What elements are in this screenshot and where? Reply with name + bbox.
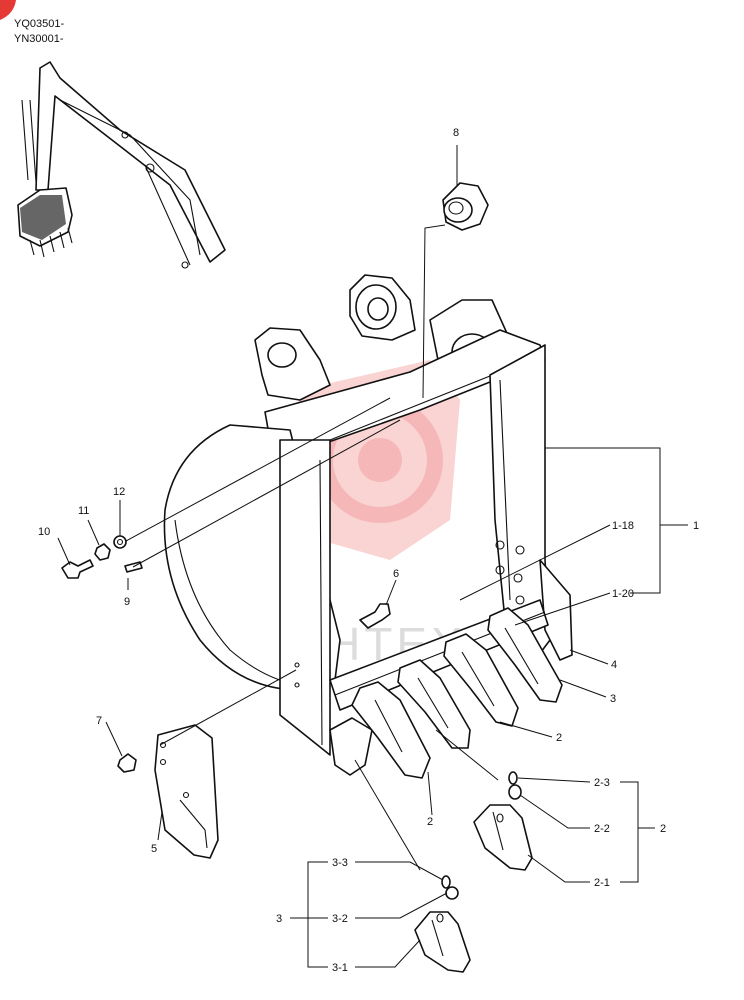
tooth-assembly-2 [473,771,533,871]
callout-labels: 8 12 11 10 9 6 7 5 1-18 1 1-20 4 3 2 2 2… [38,127,699,974]
callout-12: 12 [113,486,125,498]
callout-2b: 2 [427,816,433,828]
callout-9: 9 [124,596,130,608]
callout-5: 5 [151,843,157,855]
leader-lines [57,145,688,968]
tooth-1 [329,681,431,779]
callout-1: 1 [693,520,699,532]
serial-number-1: YQ03501- [14,18,64,30]
callout-3-2: 3-2 [332,913,348,925]
tooth-3 [443,633,519,727]
callout-7: 7 [96,715,102,727]
bushing-part-8 [442,182,489,231]
corner-badge [0,0,16,20]
excavator-arm-inset [17,61,226,269]
callout-3-group: 3 [276,913,282,925]
callout-4: 4 [611,659,617,671]
tooth-assembly-3 [414,875,471,973]
callout-1-18: 1-18 [612,520,634,532]
bucket-teeth [329,607,563,779]
callout-11: 11 [78,505,89,517]
callout-10: 10 [38,526,50,538]
callout-2-2: 2-2 [594,823,610,835]
tooth-4 [487,607,563,703]
callout-2-3: 2-3 [594,777,610,789]
callout-3-1: 3-1 [332,962,348,974]
tooth-2 [397,659,471,749]
side-wear-plate [154,724,219,859]
hardware [61,535,391,773]
callout-2-group: 2 [660,823,666,835]
callout-3-3: 3-3 [332,857,348,869]
callout-2-1: 2-1 [594,877,610,889]
callout-2: 2 [556,732,562,744]
callout-3: 3 [610,693,616,705]
callout-6: 6 [393,568,399,580]
callout-1-20: 1-20 [612,588,634,600]
serial-number-2: YN30001- [14,33,64,45]
bucket-body [163,274,573,756]
callout-8: 8 [453,127,459,139]
